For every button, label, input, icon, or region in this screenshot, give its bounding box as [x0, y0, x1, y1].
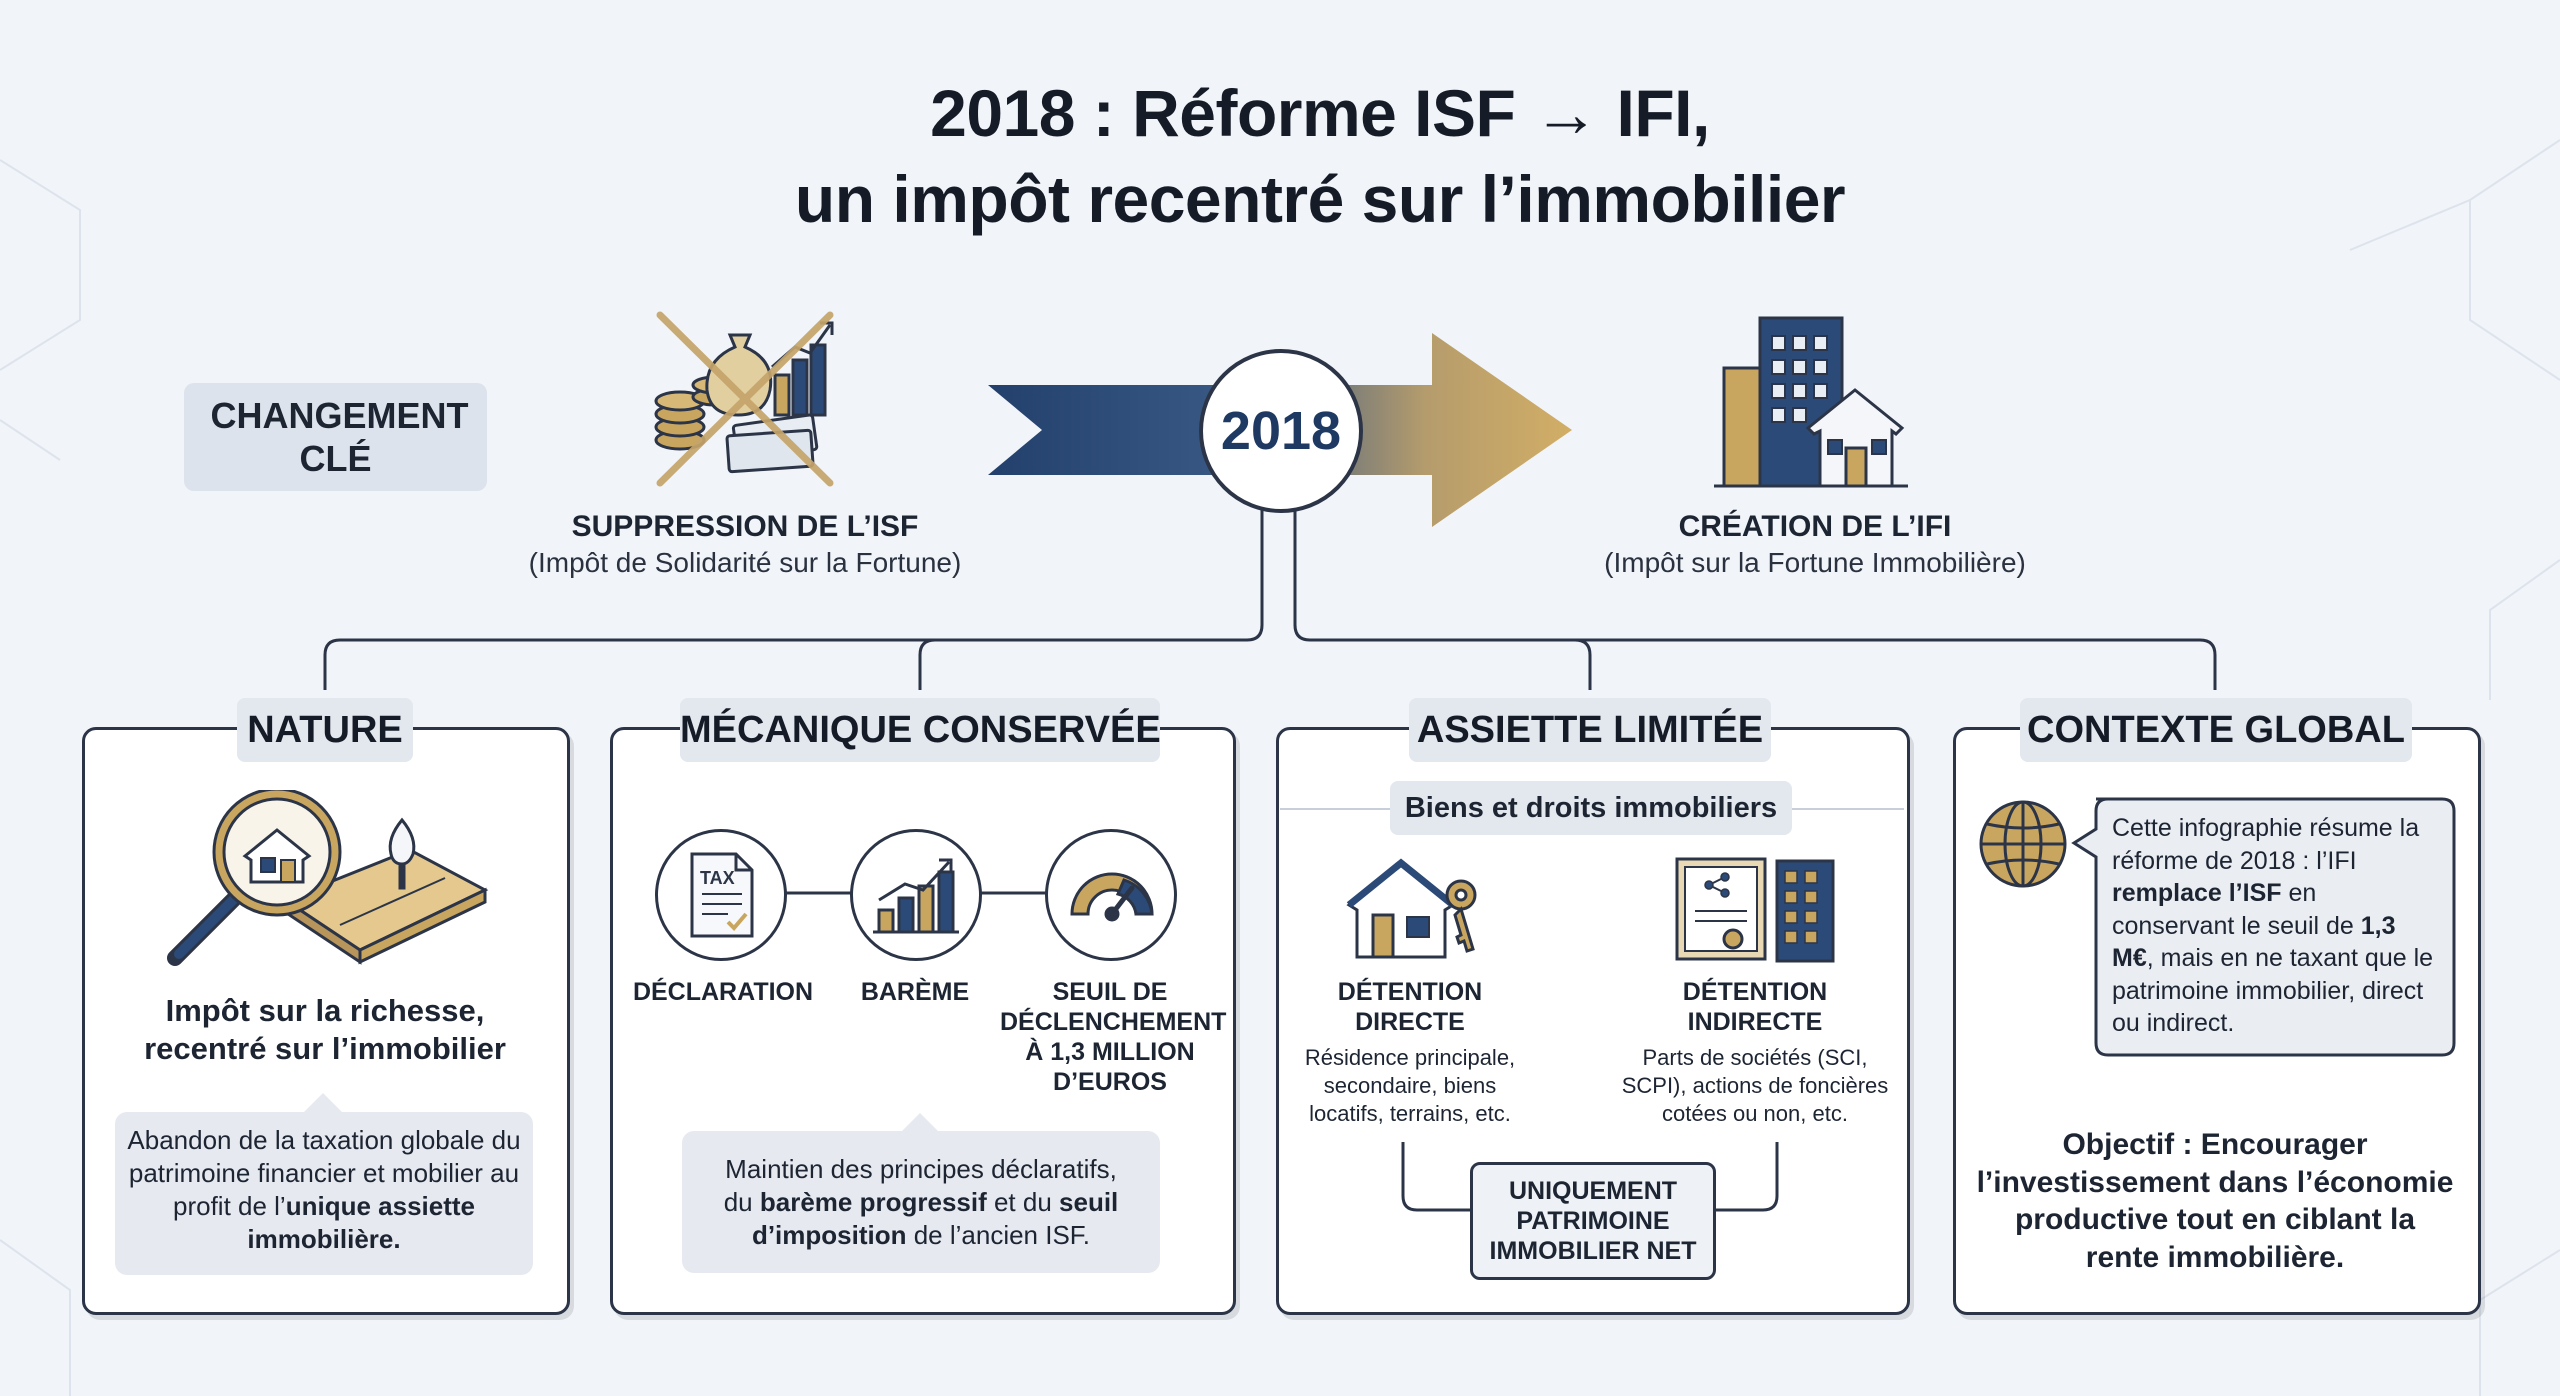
nature-card-label: NATURE — [237, 698, 413, 762]
nature-headline: Impôt sur la richesse, recentré sur l’im… — [144, 993, 506, 1066]
contexte-card-label: CONTEXTE GLOBAL — [2020, 698, 2412, 762]
magnifier-property-icon — [167, 790, 489, 966]
nature-box-pointer — [303, 1093, 343, 1113]
mecanique-text-2: du barème progressif et du seuil — [723, 1187, 1119, 1217]
net-property-label: UNIQUEMENT PATRIMOINE IMMOBILIER NET — [1489, 1177, 1697, 1265]
buildings-house-icon — [1714, 316, 1908, 488]
page-title: 2018 : Réforme ISF → IFI, un impôt recen… — [0, 70, 2560, 242]
seuil-circle — [1045, 829, 1177, 961]
assiette-sublabel: Biens et droits immobiliers — [1390, 781, 1792, 835]
isf-suppression-subtitle: (Impôt de Solidarité sur la Fortune) — [528, 547, 962, 578]
indirect-title: DÉTENTION INDIRECTE — [1682, 978, 1828, 1036]
title-line-2: un impôt recentré sur l’immobilier — [794, 162, 1846, 236]
nature-text-bold: unique assiette immobilière. — [247, 1191, 475, 1254]
mecanique-text-box: Maintien des principes déclaratifs, du b… — [682, 1131, 1160, 1273]
year-circle: 2018 — [1199, 349, 1363, 513]
crossed-money-icon — [654, 311, 834, 487]
mecanique-text-1: Maintien des principes déclaratifs, — [725, 1154, 1117, 1184]
net-property-badge: UNIQUEMENT PATRIMOINE IMMOBILIER NET — [1470, 1162, 1716, 1280]
key-change-label: CHANGEMENT CLÉ — [210, 395, 469, 479]
globe-icon — [1979, 800, 2067, 888]
key-change-badge: CHANGEMENT CLÉ — [184, 383, 487, 491]
context-objective: Objectif : Encourager l’investissement d… — [1976, 1128, 2454, 1274]
tax-form-icon: TAX — [690, 852, 754, 938]
mecanique-card-label: MÉCANIQUE CONSERVÉE — [680, 698, 1161, 762]
bar-chart-icon — [873, 858, 959, 934]
seuil-label: SEUIL DE DÉCLENCHEMENT À 1,3 MILLION D’E… — [1000, 978, 1227, 1096]
nature-text: Abandon de la taxation globale du patrim… — [127, 1125, 521, 1221]
speech-bubble — [2071, 797, 2456, 1057]
house-key-icon — [1346, 858, 1477, 959]
mecanique-box-pointer — [900, 1113, 940, 1133]
ifi-creation-title: CRÉATION DE L’IFI — [1678, 510, 1952, 543]
assiette-card-label: ASSIETTE LIMITÉE — [1409, 698, 1771, 762]
direct-title: DÉTENTION DIRECTE — [1337, 978, 1483, 1036]
title-line-1: 2018 : Réforme ISF → IFI, — [930, 76, 1710, 150]
assiette-bracket — [1401, 1142, 1779, 1212]
ifi-creation-subtitle: (Impôt sur la Fortune Immobilière) — [1604, 547, 2026, 578]
certificate-building-icon — [1675, 857, 1835, 963]
indirect-text: Parts de sociétés (SCI, SCPI), actions d… — [1621, 1045, 1889, 1126]
bareme-circle — [850, 829, 982, 961]
declaration-circle: TAX — [655, 829, 787, 961]
bareme-label: BARÈME — [860, 978, 970, 1006]
isf-suppression-title: SUPPRESSION DE L’ISF — [571, 510, 919, 543]
year-label: 2018 — [1220, 401, 1342, 461]
declaration-label: DÉCLARATION — [632, 978, 814, 1006]
tax-form-text: TAX — [700, 868, 735, 888]
mecanique-text-3: d’imposition de l’ancien ISF. — [751, 1220, 1091, 1250]
context-bubble-text: Cette infographie résume la réforme de 2… — [2112, 814, 2434, 1037]
direct-text: Résidence principale, secondaire, biens … — [1304, 1045, 1516, 1126]
nature-text-box: Abandon de la taxation globale du patrim… — [115, 1112, 533, 1275]
gauge-icon — [1070, 872, 1154, 922]
